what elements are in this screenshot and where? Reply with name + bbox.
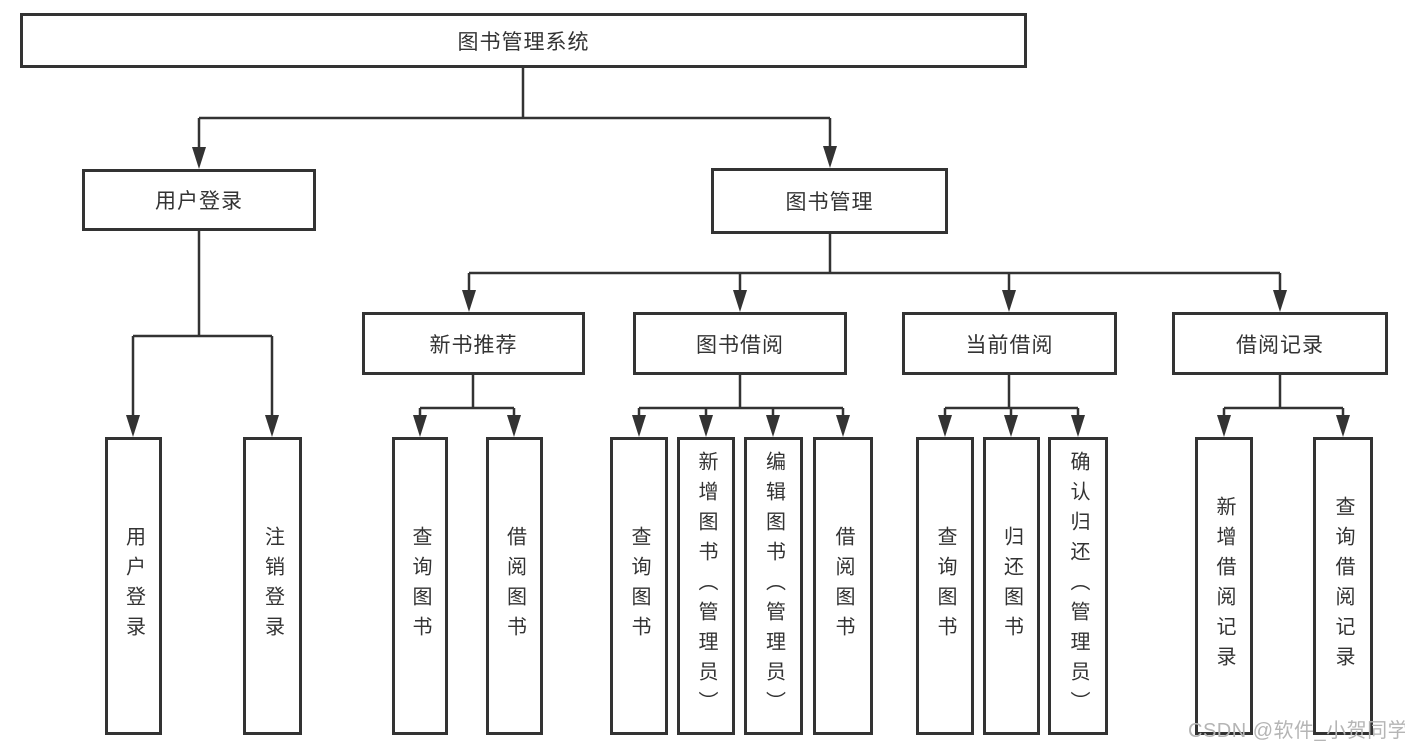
node-label: 新增借阅记录 bbox=[1213, 496, 1235, 676]
node-label: 借阅图书 bbox=[503, 526, 526, 646]
arrowhead-icon bbox=[836, 415, 850, 437]
node-leaf-user-login: 用户登录 bbox=[105, 437, 162, 735]
node-label: 借阅图书 bbox=[832, 526, 854, 646]
node-label: 图书借阅 bbox=[696, 333, 784, 357]
node-leaf-add-book-admin: 新增图书（管理员） bbox=[677, 437, 735, 735]
arrowhead-icon bbox=[192, 147, 206, 169]
node-book-management: 图书管理 bbox=[711, 168, 948, 234]
node-label: 图书管理系统 bbox=[457, 30, 590, 54]
arrowhead-icon bbox=[632, 415, 646, 437]
arrowhead-icon bbox=[265, 415, 279, 437]
node-label: 借阅记录 bbox=[1236, 333, 1324, 357]
arrowhead-icon bbox=[462, 290, 476, 312]
node-label: 图书管理 bbox=[785, 191, 874, 214]
arrowhead-icon bbox=[1071, 415, 1085, 437]
node-label: 归还图书 bbox=[1000, 526, 1023, 646]
arrowhead-icon bbox=[1002, 290, 1016, 312]
arrowhead-icon bbox=[413, 415, 427, 437]
node-leaf-confirm-return-admin: 确认归还（管理员） bbox=[1048, 437, 1108, 735]
arrowhead-icon bbox=[1336, 415, 1350, 437]
arrowhead-icon bbox=[126, 415, 140, 437]
node-label: 新增图书（管理员） bbox=[695, 451, 717, 721]
node-label: 编辑图书（管理员） bbox=[762, 451, 785, 721]
node-label: 查询图书 bbox=[409, 526, 431, 646]
node-leaf-borrow-book: 借阅图书 bbox=[813, 437, 873, 735]
node-user-login: 用户登录 bbox=[82, 169, 316, 231]
node-leaf-query-borrow-record: 查询借阅记录 bbox=[1313, 437, 1373, 735]
node-label: 确认归还（管理员） bbox=[1067, 451, 1089, 721]
arrowhead-icon bbox=[1273, 290, 1287, 312]
node-borrow-record: 借阅记录 bbox=[1172, 312, 1388, 375]
connector-userlogin-to-leaves bbox=[126, 231, 279, 437]
arrowhead-icon bbox=[766, 415, 780, 437]
connector-newbook-to-leaves bbox=[413, 375, 521, 437]
node-leaf-add-borrow-record: 新增借阅记录 bbox=[1195, 437, 1253, 735]
arrowhead-icon bbox=[733, 290, 747, 312]
connector-root-to-level2 bbox=[192, 68, 837, 169]
node-label: 当前借阅 bbox=[965, 333, 1054, 357]
node-leaf-query-book-newbook: 查询图书 bbox=[392, 437, 448, 735]
node-label: 查询图书 bbox=[934, 526, 956, 646]
node-label: 新书推荐 bbox=[429, 333, 518, 357]
node-library-system: 图书管理系统 bbox=[20, 13, 1027, 68]
node-label: 用户登录 bbox=[155, 190, 243, 213]
arrowhead-icon bbox=[1217, 415, 1231, 437]
node-leaf-borrow-book-newbook: 借阅图书 bbox=[486, 437, 543, 735]
arrowhead-icon bbox=[507, 415, 521, 437]
node-leaf-query-book-current: 查询图书 bbox=[916, 437, 974, 735]
arrowhead-icon bbox=[699, 415, 713, 437]
node-label: 查询借阅记录 bbox=[1332, 496, 1354, 676]
node-leaf-edit-book-admin: 编辑图书（管理员） bbox=[744, 437, 803, 735]
node-leaf-logout: 注销登录 bbox=[243, 437, 302, 735]
node-current-borrow: 当前借阅 bbox=[902, 312, 1117, 375]
node-label: 查询图书 bbox=[628, 526, 650, 646]
node-leaf-return-book: 归还图书 bbox=[983, 437, 1040, 735]
connector-currentborrow-to-leaves bbox=[938, 375, 1085, 437]
arrowhead-icon bbox=[938, 415, 952, 437]
connector-bookmgmt-to-level3 bbox=[462, 234, 1287, 312]
node-label: 用户登录 bbox=[122, 526, 145, 646]
arrowhead-icon bbox=[823, 146, 837, 168]
node-new-book-recommend: 新书推荐 bbox=[362, 312, 585, 375]
node-book-borrow: 图书借阅 bbox=[633, 312, 847, 375]
connector-bookborrow-to-leaves bbox=[632, 375, 850, 437]
arrowhead-icon bbox=[1004, 415, 1018, 437]
node-leaf-query-book-borrow: 查询图书 bbox=[610, 437, 668, 735]
connector-borrowrecords-to-leaves bbox=[1217, 375, 1350, 437]
node-label: 注销登录 bbox=[261, 526, 284, 646]
